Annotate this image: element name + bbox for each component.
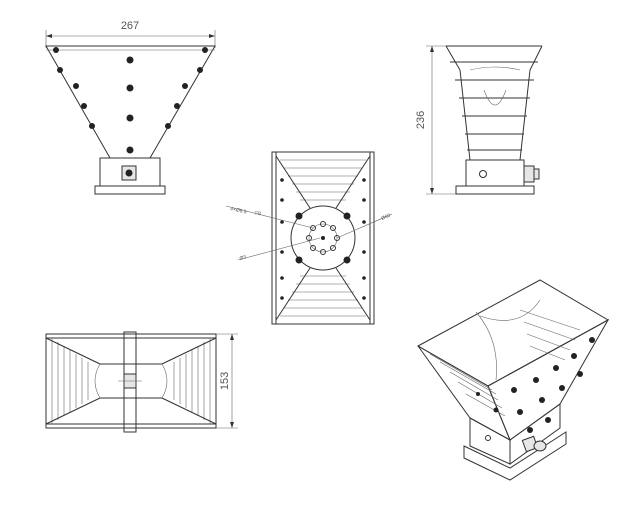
dim-side-height: 236	[415, 111, 427, 129]
callout-hole-size: 4×Ø6.5	[230, 206, 248, 215]
top-edge-holes	[280, 178, 366, 300]
iso-inner-fins	[429, 309, 581, 417]
bottom-view: 153	[45, 331, 238, 433]
iso-holes	[476, 337, 595, 433]
top-view: 4×Ø6.5 ▽8 Ø3 Ø60	[225, 151, 393, 325]
bottom-left-fins	[45, 337, 101, 425]
callout-hole-depth: ▽8	[254, 210, 262, 217]
dim-top-width: 267	[121, 20, 139, 32]
isometric-view	[416, 279, 610, 481]
callout-small-hole: Ø3	[239, 254, 247, 262]
bottom-right-fins	[161, 337, 217, 425]
dim-bottom-width: 153	[219, 372, 231, 390]
top-pcd-holes	[306, 221, 340, 255]
front-bolt-holes	[53, 47, 208, 154]
side-ribs	[450, 61, 538, 151]
side-view: 236	[415, 45, 543, 195]
top-leaders	[225, 205, 393, 261]
top-upper-fins	[275, 155, 371, 209]
callout-diameter: Ø60	[381, 213, 392, 222]
top-corner-holes	[295, 212, 351, 264]
front-view: 267	[45, 20, 216, 195]
top-lower-fins	[275, 267, 371, 321]
